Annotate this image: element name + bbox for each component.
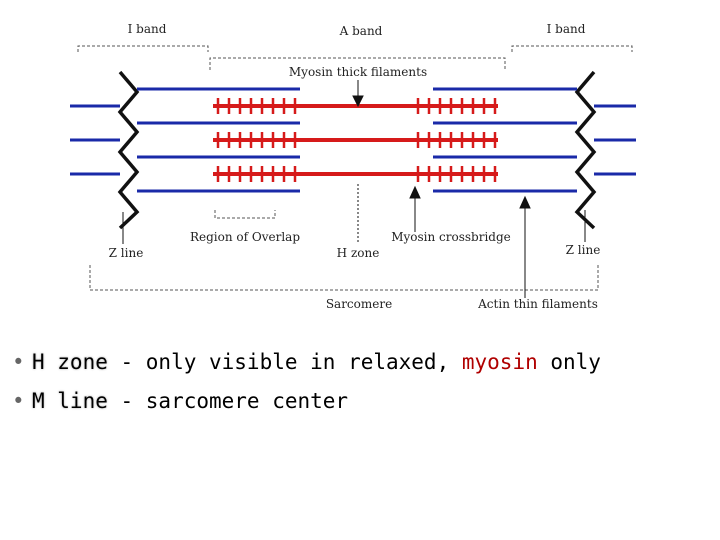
sarcomere-bracket — [89, 265, 599, 291]
bullet-m-line: • M line - sarcomere center — [12, 382, 601, 421]
myosin-filaments — [213, 104, 498, 176]
bullet-h-zone: • H zone - only visible in relaxed, myosi… — [12, 343, 601, 382]
myosin-crossbridge-label: Myosin crossbridge — [391, 230, 511, 244]
a-band-bracket — [209, 57, 506, 70]
i-band-right-label: I band — [547, 22, 586, 36]
bullet-text: - sarcomere center — [107, 389, 349, 413]
myosin-heads-row-3 — [216, 166, 497, 182]
sarcomere-diagram: I band A band I band Myosin thick filame… — [70, 22, 636, 311]
crossbridge-arrow-head — [409, 185, 421, 199]
bullet-dot-icon: • — [12, 389, 25, 413]
myosin-thick-filaments-label: Myosin thick filaments — [289, 65, 427, 79]
z-line-right — [574, 70, 597, 230]
bullet-text-end: only — [537, 350, 601, 374]
myosin-heads — [216, 98, 497, 182]
z-line-left-label: Z line — [109, 246, 144, 260]
i-band-right-bracket — [511, 45, 633, 52]
a-band-label: A band — [339, 24, 383, 38]
bullet-term: M line — [32, 389, 108, 413]
actin-filaments — [70, 87, 636, 193]
bullet-highlight: myosin — [461, 350, 538, 374]
i-band-left-label: I band — [128, 22, 167, 36]
actin-thin-filaments-label: Actin thin filaments — [477, 297, 598, 311]
myosin-heads-row-2 — [216, 132, 497, 148]
actin-arrow-head — [519, 195, 531, 209]
myosin-heads-row-1 — [216, 98, 497, 114]
h-zone-label: H zone — [337, 246, 380, 260]
definition-list: • H zone - only visible in relaxed, myosi… — [12, 343, 601, 421]
z-line-right-label: Z line — [566, 243, 601, 257]
bullet-term: H zone — [32, 350, 108, 374]
pointer-arrows — [122, 80, 586, 298]
z-line-left — [117, 70, 140, 230]
bullet-dot-icon: • — [12, 350, 25, 374]
region-of-overlap-label: Region of Overlap — [190, 230, 300, 244]
z-lines — [117, 70, 597, 230]
bullet-text: - only visible in relaxed, — [107, 350, 462, 374]
sarcomere-label: Sarcomere — [326, 297, 392, 311]
overlap-bracket — [214, 210, 276, 219]
myosin-arrow-head — [352, 95, 364, 108]
i-band-left-bracket — [77, 45, 209, 52]
band-brackets — [77, 45, 633, 291]
